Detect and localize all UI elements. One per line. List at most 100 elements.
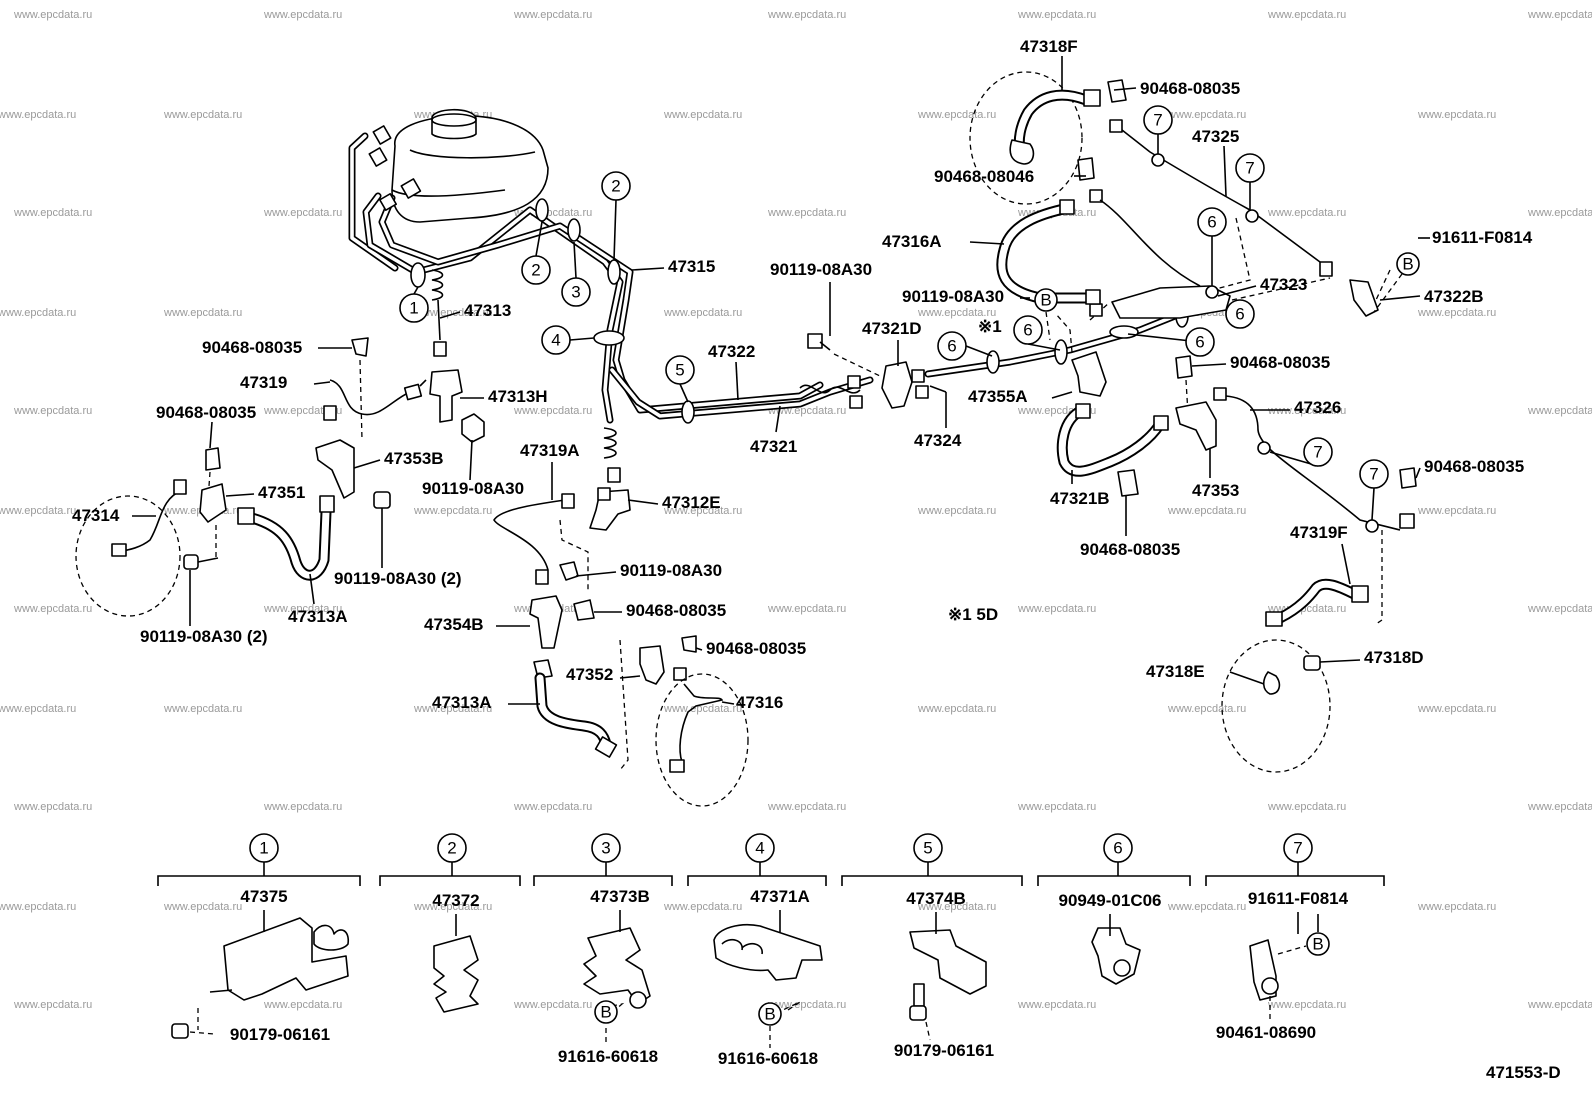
watermark-text: www.epcdata.ru — [263, 207, 342, 219]
legend-part-number: 91611-F0814 — [1248, 889, 1349, 908]
part-label: 90119-08A30 — [620, 561, 722, 580]
part-label: 90468-08035 — [1140, 79, 1240, 98]
watermark-text: www.epcdata.ru — [1167, 703, 1246, 715]
watermark-text: www.epcdata.ru — [163, 307, 242, 319]
leader-line — [1229, 671, 1265, 685]
watermark-text: www.epcdata.ru — [1167, 505, 1246, 517]
pipe-clip-dot — [1365, 519, 1379, 533]
part-label: 47351 — [258, 483, 305, 502]
watermark-text: www.epcdata.ru — [0, 109, 76, 121]
part-label: 90468-08035 — [156, 403, 256, 422]
legend-number: 5 — [923, 839, 932, 858]
center-lower-assembly — [493, 487, 749, 807]
legend-bracket — [533, 875, 673, 886]
legend-letter-callout: B — [594, 1000, 618, 1024]
watermark-text: www.epcdata.ru — [163, 703, 242, 715]
watermark-text: www.epcdata.ru — [917, 109, 996, 121]
watermark-text: www.epcdata.ru — [163, 901, 242, 913]
leader-line — [309, 573, 315, 605]
legend-letter-callout: B — [758, 1002, 782, 1026]
callout-number: 3 — [561, 277, 591, 307]
part-label: 47324 — [914, 431, 962, 450]
part-label: 90468-08035 — [202, 338, 302, 357]
callout-leader — [413, 286, 419, 295]
watermark-text: www.epcdata.ru — [767, 801, 846, 813]
callout-number: 5 — [665, 355, 695, 385]
callout-number: 7 — [1235, 153, 1265, 183]
watermark-text: www.epcdata.ru — [663, 505, 742, 517]
watermark-text: www.epcdata.ru — [513, 9, 592, 21]
legend-part-number: 90949-01C06 — [1058, 891, 1161, 910]
callout-circle — [601, 171, 631, 201]
watermark-text: www.epcdata.ru — [1267, 9, 1346, 21]
callout-number-text: 5 — [675, 361, 684, 380]
legend-number-circle — [1103, 833, 1133, 863]
watermark-text: www.epcdata.ru — [767, 603, 846, 615]
part-label: 91611-F0814 — [1432, 228, 1533, 247]
part-label: 90119-08A30 — [902, 287, 1004, 306]
callout-letter: B — [1396, 252, 1420, 276]
pipe-clip-dot — [1245, 209, 1259, 223]
leader-line — [1379, 295, 1421, 301]
part-label: 90468-08035 — [1230, 353, 1330, 372]
leader-line — [1319, 659, 1361, 663]
watermark-text: www.epcdata.ru — [513, 801, 592, 813]
part-label: 47318D — [1364, 648, 1424, 667]
legend-bracket — [157, 875, 361, 886]
callout-number: 6 — [1185, 327, 1215, 357]
part-label: 47325 — [1192, 127, 1239, 146]
part-label: 90468-08035 — [1424, 457, 1524, 476]
callout-number-text: 3 — [571, 283, 580, 302]
part-label: 47312E — [662, 493, 721, 512]
part-label: 47323 — [1260, 275, 1307, 294]
part-label: 47353B — [384, 449, 444, 468]
leader-line — [1415, 467, 1421, 479]
part-label: 47354B — [424, 615, 484, 634]
callout-number: 7 — [1303, 437, 1333, 467]
legend-fastener-leader — [189, 1031, 215, 1035]
part-label: 47314 — [72, 506, 120, 525]
right-center-assembly — [799, 157, 1231, 497]
callout-number-text: 2 — [531, 261, 540, 280]
callout-number: 7 — [1359, 459, 1389, 489]
callout-number: 2 — [601, 171, 631, 201]
part-label: 90468-08046 — [934, 167, 1034, 186]
part-label: 90119-08A30 (2) — [334, 569, 462, 588]
callout-leader — [965, 345, 993, 357]
callout-number: 6 — [1197, 207, 1227, 237]
watermark-text: www.epcdata.ru — [513, 999, 592, 1011]
watermark-text: www.epcdata.ru — [13, 999, 92, 1011]
legend-part-drawings — [171, 917, 1307, 1039]
pipe-clip-dot — [1257, 441, 1271, 455]
leader-line — [1113, 87, 1137, 91]
legend-fastener-number: 90461-08690 — [1216, 1023, 1316, 1042]
leader-line — [735, 361, 739, 401]
watermark-text: www.epcdata.ru — [263, 9, 342, 21]
callout-number-text: 6 — [1235, 305, 1244, 324]
callout-leader — [1373, 273, 1403, 313]
watermark-text: www.epcdata.ru — [1167, 109, 1246, 121]
legend-number-circle — [913, 833, 943, 863]
leader-line — [1191, 363, 1227, 367]
part-label: 47321B — [1050, 489, 1110, 508]
callout-number-text: 4 — [551, 331, 560, 350]
callout-circle — [1359, 459, 1389, 489]
legend-letter-circle — [758, 1002, 782, 1026]
leader-line — [1051, 391, 1073, 399]
legend-fastener-number: 91616-60618 — [558, 1047, 658, 1066]
legend-part-number: 47373B — [590, 887, 650, 906]
watermark-text: www.epcdata.ru — [0, 505, 76, 517]
leader-line — [1341, 543, 1351, 585]
legend-number-circle — [591, 833, 621, 863]
part-label: 47355A — [968, 387, 1028, 406]
legend-part-number: 47375 — [240, 887, 287, 906]
legend-number: 6 — [1113, 839, 1122, 858]
callout-number: 2 — [521, 255, 551, 285]
legend-bracket — [1205, 875, 1385, 886]
part-label: 47315 — [668, 257, 715, 276]
part-label: 90119-08A30 — [770, 260, 872, 279]
part-label: 47316A — [882, 232, 942, 251]
callout-number-text: 7 — [1153, 111, 1162, 130]
legend-letter-circle — [594, 1000, 618, 1024]
